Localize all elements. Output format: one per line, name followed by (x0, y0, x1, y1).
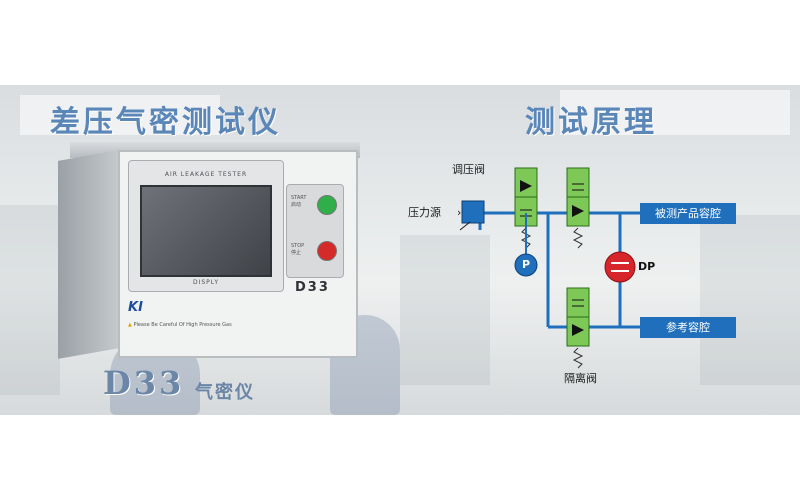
right-title: 测试原理 (525, 105, 657, 140)
valve-icon (566, 167, 590, 227)
display-label: DISPLY (192, 279, 220, 286)
button-panel: START 启动 STOP 停止 (286, 184, 344, 278)
test-chamber-box: 被测产品容腔 (640, 203, 736, 224)
source-arrow-icon: › (457, 206, 461, 219)
regulator-icon (461, 200, 485, 224)
dp-sensor-icon (604, 251, 636, 283)
lcd-screen[interactable] (140, 185, 272, 277)
product-suffix: 气密仪 (195, 382, 255, 403)
background-window (560, 90, 790, 135)
warning-icon: ▲ (128, 322, 132, 328)
background-shelf (700, 215, 800, 385)
spring-icon (572, 347, 584, 369)
background-shelf (400, 235, 490, 385)
start-label: START 启动 (291, 195, 307, 208)
regulator-adjust-icon (459, 221, 471, 231)
hero-banner (0, 85, 800, 415)
source-label: 压力源 (408, 206, 441, 219)
stop-button[interactable] (317, 241, 337, 261)
left-title: 差压气密测试仪 (50, 105, 281, 140)
warning-text: ▲ Please Be Careful Of High Pressure Gas (128, 322, 232, 328)
background-shelf (0, 205, 60, 395)
panel-label: AIR LEAKAGE TESTER (164, 171, 248, 178)
dp-label: DP (638, 260, 656, 273)
pressure-gauge-label: P (522, 258, 531, 271)
start-button[interactable] (317, 195, 337, 215)
device-model-label: D33 (295, 280, 330, 295)
stop-label: STOP 停止 (291, 243, 305, 256)
regulator-label: 调压阀 (452, 163, 485, 176)
brand-logo: KI (128, 300, 143, 315)
isolation-valve-icon (566, 287, 590, 347)
product-model: D33 (103, 364, 185, 402)
background-window (20, 95, 220, 135)
isolation-valve-label: 隔离阀 (564, 372, 597, 385)
pressure-gauge-icon (514, 253, 538, 277)
reference-chamber-box: 参考容腔 (640, 317, 736, 338)
spring-icon (572, 227, 584, 249)
